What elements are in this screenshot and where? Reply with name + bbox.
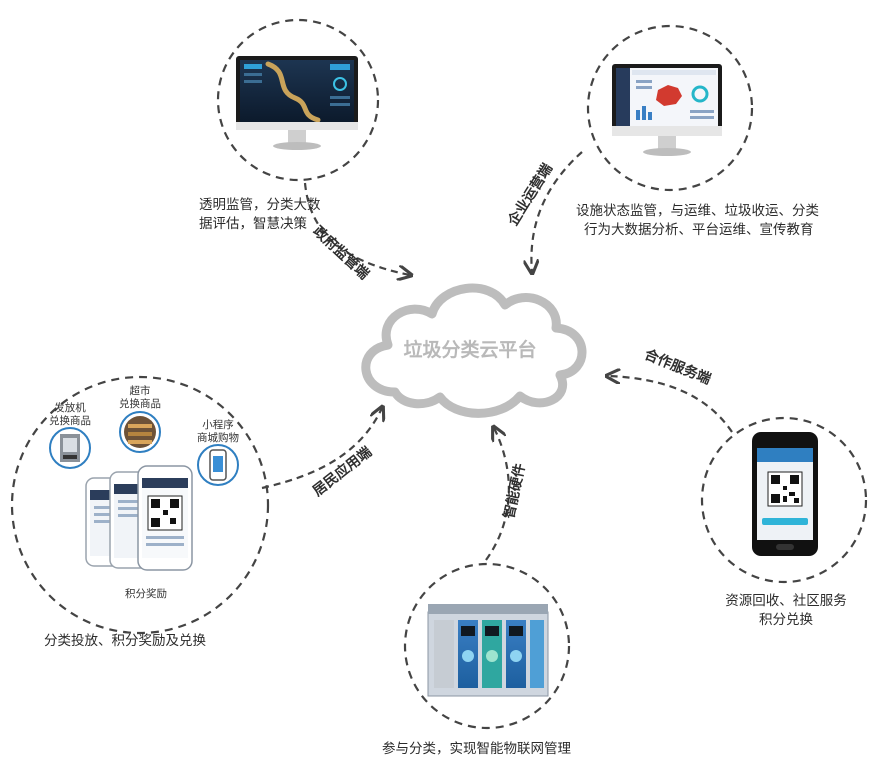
points-reward-label: 积分奖励 — [125, 588, 167, 600]
dispenser-label-line2: 兑换商品 — [49, 415, 91, 427]
hardware-connector-label: 智能硬件 — [500, 462, 528, 521]
cloud-title: 垃圾分类云平台 — [403, 338, 536, 361]
government-node-circle — [216, 18, 380, 182]
government-caption: 透明监管，分类大数 据评估，智慧决策 — [199, 196, 321, 234]
government-connector-arrow — [303, 182, 410, 275]
monitor-dashboard-china-map-icon — [612, 64, 722, 156]
miniprogram-label-line2: 商城购物 — [197, 432, 239, 444]
enterprise-connector-label: 企业运营端 — [504, 160, 556, 229]
dispenser-label-line1: 发放机 — [54, 402, 86, 414]
miniprogram-badge-label: 小程序 商城购物 — [190, 419, 246, 445]
resident-connector-arrow — [261, 408, 382, 490]
partner-caption: 资源回收、社区服务 积分兑换 — [712, 592, 860, 630]
hardware-node-circle — [403, 562, 571, 730]
partner-caption-line1: 资源回收、社区服务 — [725, 593, 847, 609]
partner-connector-arrow — [608, 376, 733, 433]
government-caption-line2: 据评估，智慧决策 — [199, 216, 307, 232]
partner-node-circle — [700, 416, 868, 584]
resident-caption: 分类投放、积分奖励及兑换 — [44, 633, 206, 649]
vending-machine-badge — [49, 427, 91, 469]
government-caption-line1: 透明监管，分类大数 — [199, 197, 321, 213]
dispenser-badge-label: 发放机 兑换商品 — [44, 402, 96, 428]
enterprise-node-circle — [586, 24, 754, 192]
resident-connector-label: 居民应用端 — [309, 443, 375, 499]
supermarket-label-line1: 超市 — [129, 385, 151, 397]
enterprise-caption: 设施状态监管，与运维、垃圾收运、分类 行为大数据分析、平台运维、宣传教育 — [576, 202, 819, 240]
cloud-platform: 垃圾分类云平台 — [361, 283, 587, 418]
resident-node-circle — [10, 375, 270, 635]
supermarket-badge — [119, 411, 161, 453]
monitor-dashboard-map-icon — [236, 56, 358, 150]
smartphone-qr-code-icon — [752, 432, 818, 556]
enterprise-caption-line1: 设施状态监管，与运维、垃圾收运、分类 — [576, 203, 819, 219]
hardware-caption: 参与分类，实现智能物联网管理 — [382, 741, 571, 757]
mini-program-badge — [197, 444, 239, 486]
hardware-connector-arrow — [485, 428, 510, 561]
supermarket-label-line2: 兑换商品 — [119, 398, 161, 410]
partner-caption-line2: 积分兑换 — [759, 612, 813, 628]
enterprise-connector-arrow — [531, 151, 583, 272]
phones-app-icon — [85, 465, 193, 571]
supermarket-badge-label: 超市 兑换商品 — [114, 385, 166, 411]
enterprise-caption-line2: 行为大数据分析、平台运维、宣传教育 — [584, 222, 814, 238]
miniprogram-label-line1: 小程序 — [202, 419, 234, 431]
smart-recycling-bins-icon — [427, 604, 549, 697]
cloud-icon — [361, 283, 587, 418]
